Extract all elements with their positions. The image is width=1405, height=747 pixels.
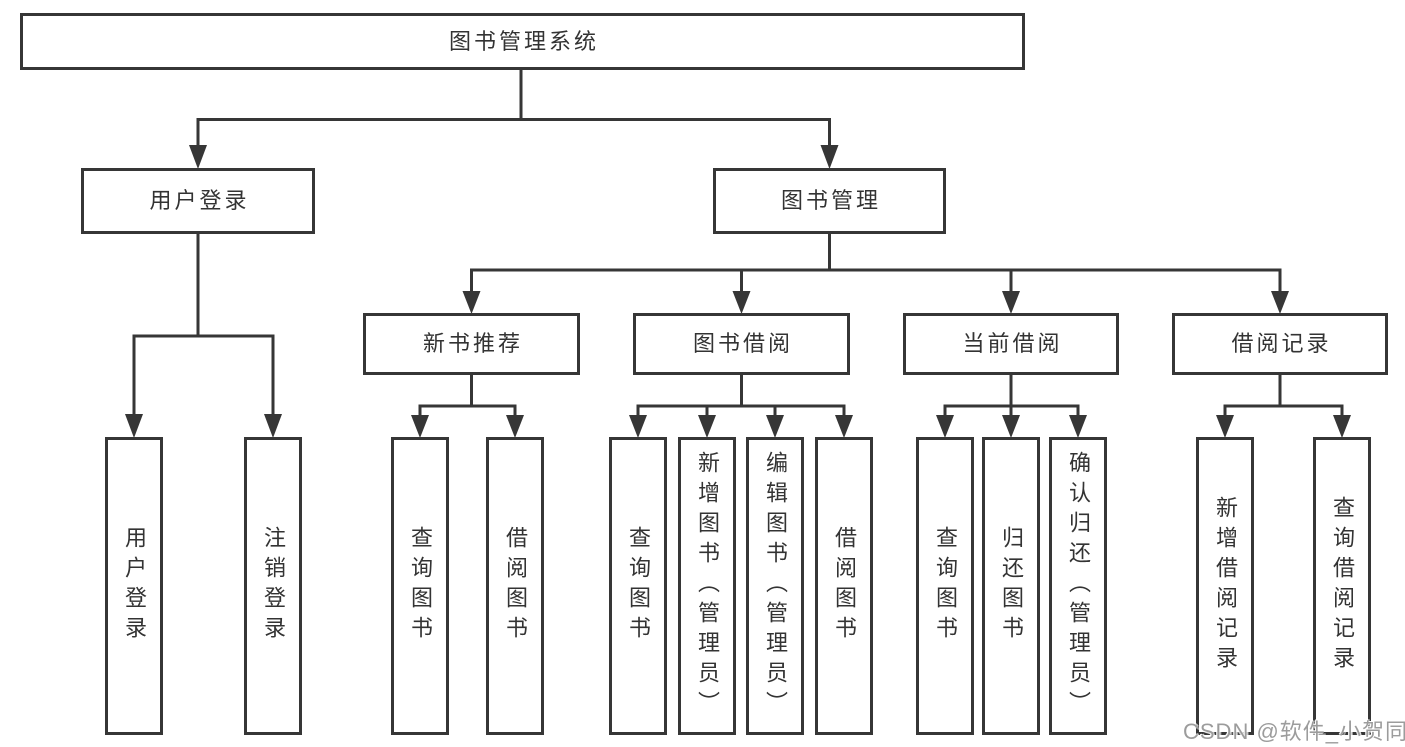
node-borrow-records: 借阅记录 <box>1172 313 1388 375</box>
arrow-down-icon <box>411 415 429 438</box>
node-edit-books-admin: 编辑图书（管理员） <box>746 437 804 735</box>
arrow-down-icon <box>1271 291 1289 314</box>
node-add-books-admin: 新增图书（管理员） <box>678 437 736 735</box>
arrow-down-icon <box>1333 415 1351 438</box>
node-return-books: 归还图书 <box>982 437 1040 735</box>
arrow-down-icon <box>1002 415 1020 438</box>
arrow-down-icon <box>820 145 839 169</box>
csdn-watermark: CSDN @软件_小贺同学 <box>1183 719 1405 744</box>
connector-book-borrow-branch <box>636 373 846 416</box>
arrowheads <box>125 145 1351 438</box>
arrow-down-icon <box>264 414 282 438</box>
arrow-down-icon <box>506 415 524 438</box>
arrow-down-icon <box>1216 415 1234 438</box>
arrow-down-icon <box>125 414 143 438</box>
node-confirm-return-admin: 确认归还（管理员） <box>1049 437 1107 735</box>
arrow-down-icon <box>936 415 954 438</box>
node-borrow-books-action: 借阅图书 <box>815 437 873 735</box>
node-user-login: 用户登录 <box>81 168 315 234</box>
arrow-down-icon <box>1069 415 1087 438</box>
arrow-down-icon <box>835 415 853 438</box>
arrow-down-icon <box>462 291 481 314</box>
node-query-books-borrow: 查询图书 <box>609 437 667 735</box>
arrow-down-icon <box>732 291 751 314</box>
arrow-down-icon <box>629 415 647 438</box>
node-add-borrow-record: 新增借阅记录 <box>1196 437 1254 735</box>
connector-borrow-records-branch <box>1223 373 1344 416</box>
connector-book-management-branch <box>470 232 1282 292</box>
node-query-books-current: 查询图书 <box>916 437 974 735</box>
connector-user-login-branch <box>132 232 275 416</box>
node-borrow-books-recommend: 借阅图书 <box>486 437 544 735</box>
arrow-down-icon <box>698 415 716 438</box>
arrow-down-icon <box>766 415 784 438</box>
connector-current-borrow-branch <box>943 373 1080 416</box>
node-library-management-system: 图书管理系统 <box>20 13 1025 70</box>
connector-new-book-branch <box>418 373 517 416</box>
arrow-down-icon <box>189 145 207 169</box>
node-book-management: 图书管理 <box>713 168 946 234</box>
node-query-borrow-record: 查询借阅记录 <box>1313 437 1371 735</box>
arrow-down-icon <box>1002 291 1020 314</box>
node-logout-action: 注销登录 <box>244 437 302 735</box>
node-book-borrow: 图书借阅 <box>633 313 850 375</box>
connector-root-to-level2 <box>196 69 831 147</box>
node-user-login-action: 用户登录 <box>105 437 163 735</box>
node-query-books-recommend: 查询图书 <box>391 437 449 735</box>
node-current-borrow: 当前借阅 <box>903 313 1119 375</box>
node-new-book-recommend: 新书推荐 <box>363 313 580 375</box>
